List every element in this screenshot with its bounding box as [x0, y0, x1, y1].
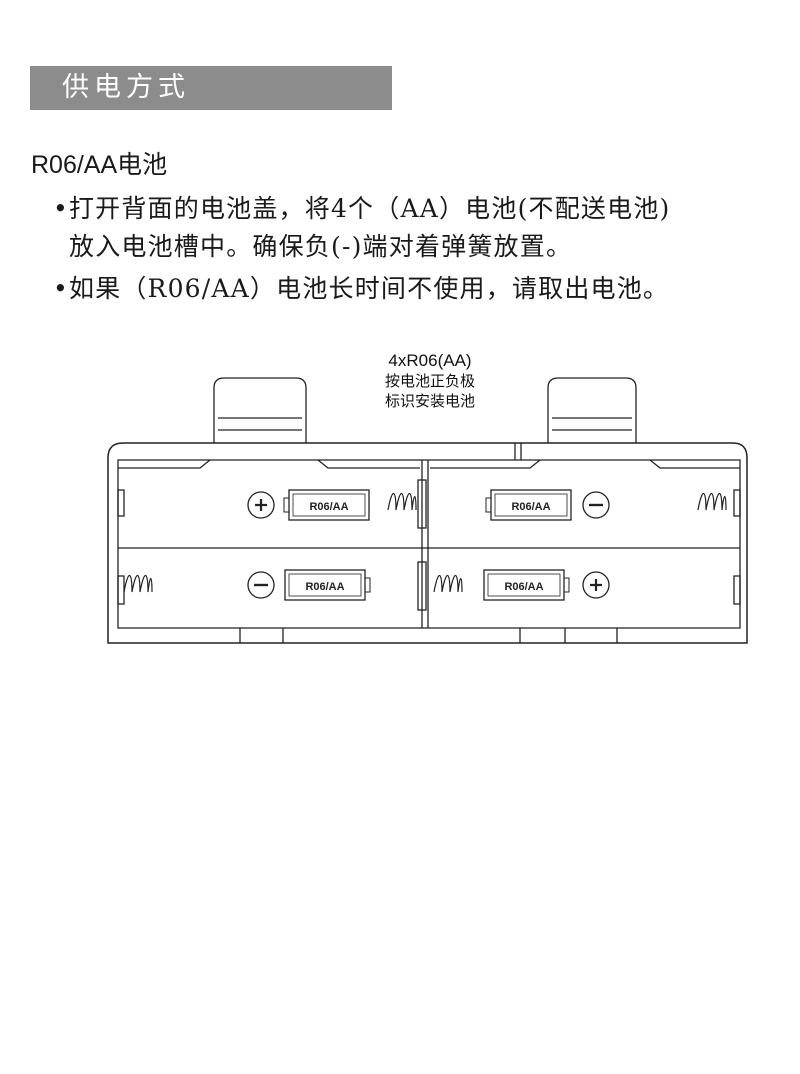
slot-label: R06/AA	[309, 501, 348, 513]
housing-outline	[107, 442, 748, 644]
spring-bottom-right	[433, 574, 463, 593]
bullet: •	[53, 274, 69, 303]
left-clip-tab-detail	[218, 417, 302, 431]
minus-terminal-icon	[247, 571, 275, 599]
slot-label: R06/AA	[305, 581, 344, 593]
battery-compartment-svg: 4xR06(AA) 按电池正负极 标识安装电池	[107, 351, 748, 644]
instruction-line-2: 放入电池槽中。确保负(-)端对着弹簧放置。	[69, 231, 572, 263]
plus-terminal-icon	[582, 571, 610, 599]
left-clip-tab	[213, 377, 307, 443]
spring-top-right	[697, 492, 727, 511]
right-clip-tab	[547, 377, 637, 443]
plus-terminal-icon	[247, 491, 275, 519]
battery-compartment-diagram: 4xR06(AA) 按电池正负极 标识安装电池	[0, 340, 800, 660]
spring-bottom-left	[123, 574, 153, 593]
battery-type-heading: R06/AA电池	[31, 151, 168, 179]
minus-terminal-icon	[582, 491, 610, 519]
diagram-label-install: 标识安装电池	[385, 392, 475, 410]
instruction-text: 放入电池槽中。确保负(-)端对着弹簧放置。	[69, 232, 573, 261]
left-contact-top	[117, 489, 125, 517]
section-header-bar: 供电方式	[30, 66, 392, 110]
section-title: 供电方式	[62, 72, 190, 103]
instruction-text: 如果（R06/AA）电池长时间不使用，请取出电池。	[68, 274, 670, 303]
housing-feet	[239, 628, 618, 643]
battery-slot-top-left: R06/AA	[283, 489, 370, 521]
springs	[123, 492, 727, 593]
diagram-label-count: 4xR06(AA)	[388, 351, 471, 370]
battery-slot-bottom-left: R06/AA	[284, 569, 371, 601]
right-contact-bottom	[733, 575, 741, 605]
spring-top-left	[387, 492, 417, 511]
slot-label: R06/AA	[504, 581, 543, 593]
battery-slot-bottom-right: R06/AA	[483, 569, 570, 601]
right-clip-tab-detail	[552, 417, 632, 431]
center-contact-bottom	[417, 561, 427, 611]
left-contact-bottom	[117, 575, 125, 605]
battery-slot-top-right: R06/AA	[485, 489, 572, 521]
instruction-line-3: •如果（R06/AA）电池长时间不使用，请取出电池。	[53, 273, 669, 305]
slot-label: R06/AA	[511, 501, 550, 513]
right-contact-top	[733, 489, 741, 517]
center-contact-top	[417, 479, 427, 529]
instruction-line-1: •打开背面的电池盖，将4个（AA）电池(不配送电池)	[53, 193, 670, 225]
bullet: •	[53, 194, 69, 223]
instruction-text: 打开背面的电池盖，将4个（AA）电池(不配送电池)	[68, 194, 671, 223]
housing-inner	[117, 459, 741, 629]
diagram-label-polarity: 按电池正负极	[385, 372, 475, 390]
